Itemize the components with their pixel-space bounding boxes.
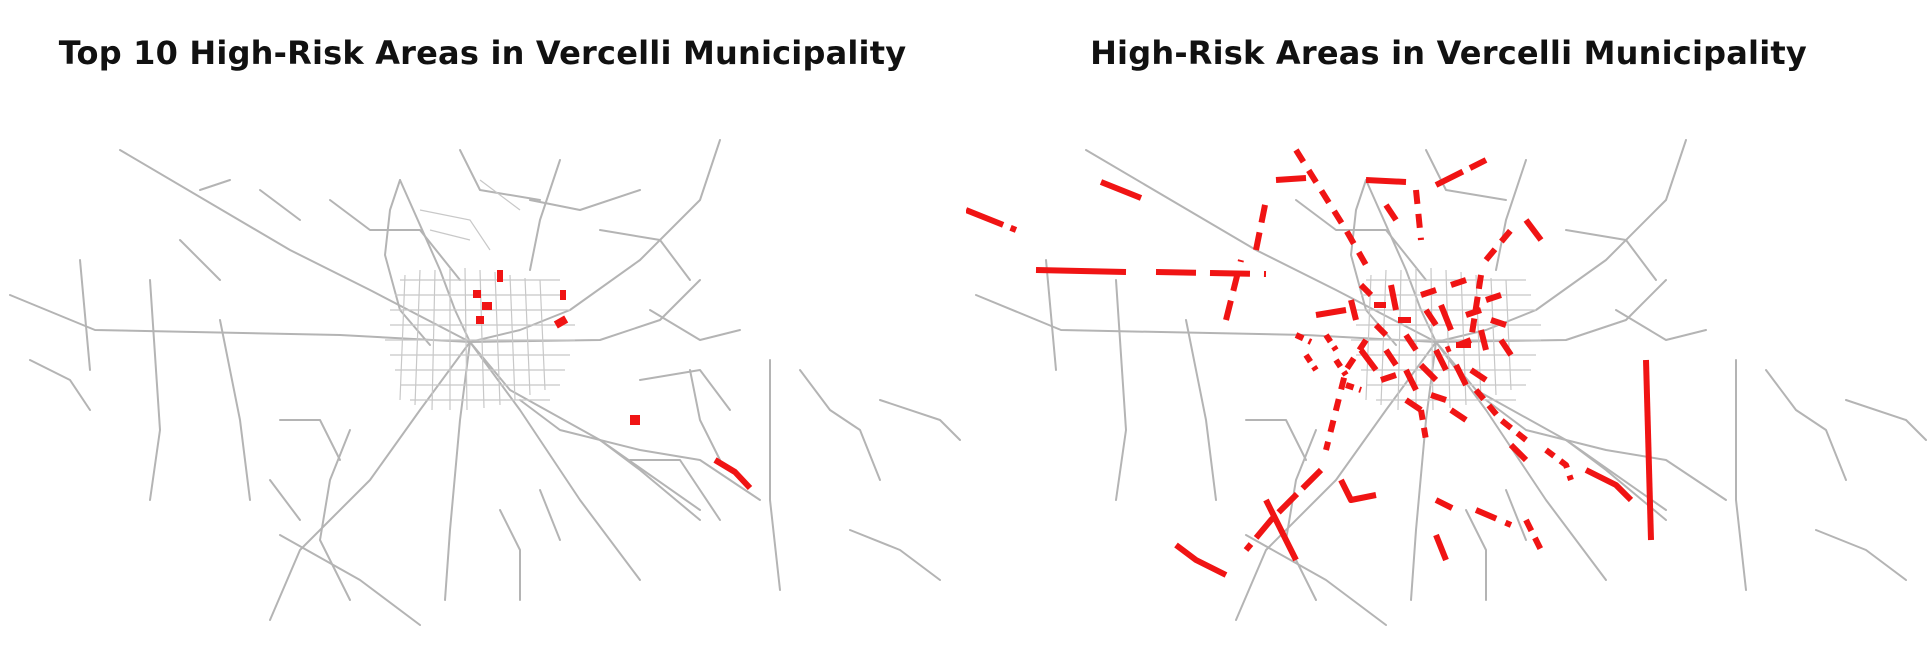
right-high-risk-areas <box>966 148 1654 578</box>
left-map-panel: Top 10 High-Risk Areas in Vercelli Munic… <box>0 0 965 667</box>
right-map <box>966 139 1927 626</box>
left-high-risk-areas <box>473 270 753 491</box>
left-map <box>9 139 961 626</box>
right-road-network <box>975 139 1927 626</box>
right-map-panel: High-Risk Areas in Vercelli Municipality <box>966 0 1931 667</box>
left-road-network <box>9 139 961 626</box>
right-map-title: High-Risk Areas in Vercelli Municipality <box>1090 34 1807 72</box>
left-map-title: Top 10 High-Risk Areas in Vercelli Munic… <box>58 34 907 72</box>
left-city-grid <box>385 179 575 411</box>
